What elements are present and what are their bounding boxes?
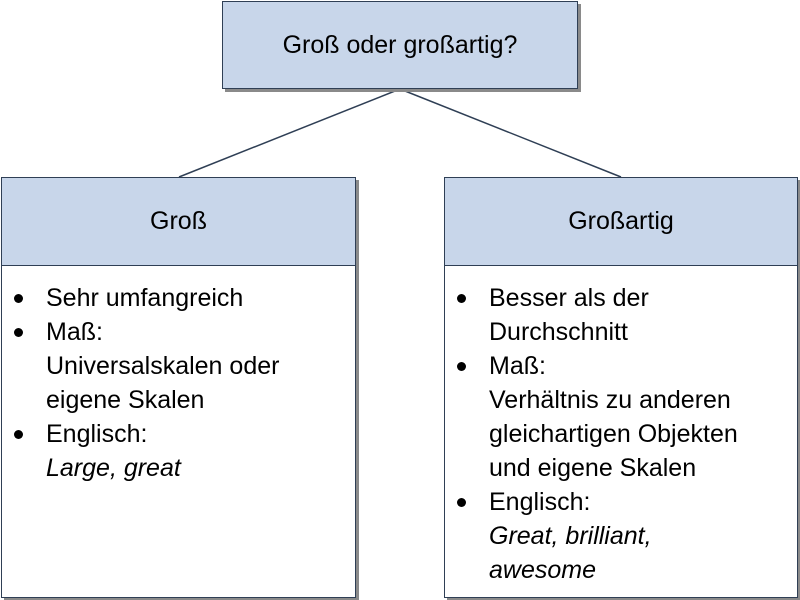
right-bullet-text: Durchschnitt xyxy=(489,318,628,346)
right-bullet-italic-text: Great, brilliant, xyxy=(489,522,652,550)
right-node-title: Großartig xyxy=(445,178,797,266)
right-bullet-italic-text: awesome xyxy=(489,556,596,584)
left-bullet-text: Sehr umfangreich xyxy=(46,284,244,312)
left-bullet-text: Englisch: xyxy=(46,420,148,448)
bullet-icon xyxy=(14,294,23,303)
left-bullet-text: Universalskalen oder xyxy=(46,352,280,380)
right-bullet-item: Englisch: Great, brilliant, awesome xyxy=(445,485,797,587)
left-bullet-text: Maß: xyxy=(46,318,103,346)
right-bullet-text: Maß: xyxy=(489,352,546,380)
left-node-title: Groß xyxy=(2,178,355,266)
right-bullet-text: Verhältnis zu anderen xyxy=(489,386,731,414)
bullet-icon xyxy=(14,328,23,337)
bullet-icon xyxy=(457,498,466,507)
left-bullet-italic-text: Large, great xyxy=(46,454,181,482)
right-bullet-text: Englisch: xyxy=(489,488,591,516)
left-bullet-item: Englisch: Large, great xyxy=(2,417,355,485)
bullet-icon xyxy=(457,362,466,371)
right-node-bullet-list: Besser als der Durchschnitt Maß: Verhält… xyxy=(445,266,797,587)
connector-left xyxy=(178,88,401,178)
root-node-title: Groß oder großartig? xyxy=(223,2,577,88)
bullet-icon xyxy=(14,430,23,439)
left-bullet-item: Maß: Universalskalen oder eigene Skalen xyxy=(2,315,355,417)
right-bullet-text: gleichartigen Objekten xyxy=(489,420,738,448)
right-bullet-text: und eigene Skalen xyxy=(489,454,697,482)
left-bullet-text: eigene Skalen xyxy=(46,386,205,414)
left-node-gross: Groß Sehr umfangreich Maß: Universalskal… xyxy=(1,177,356,598)
right-bullet-item: Maß: Verhältnis zu anderen gleichartigen… xyxy=(445,349,797,485)
right-bullet-text: Besser als der xyxy=(489,284,649,312)
left-node-bullet-list: Sehr umfangreich Maß: Universalskalen od… xyxy=(2,266,355,485)
left-bullet-item: Sehr umfangreich xyxy=(2,281,355,315)
right-node-grossartig: Großartig Besser als der Durchschnitt Ma… xyxy=(444,177,798,598)
root-node: Groß oder großartig? xyxy=(222,1,578,89)
right-bullet-item: Besser als der Durchschnitt xyxy=(445,281,797,349)
connector-right xyxy=(399,88,622,178)
bullet-icon xyxy=(457,294,466,303)
